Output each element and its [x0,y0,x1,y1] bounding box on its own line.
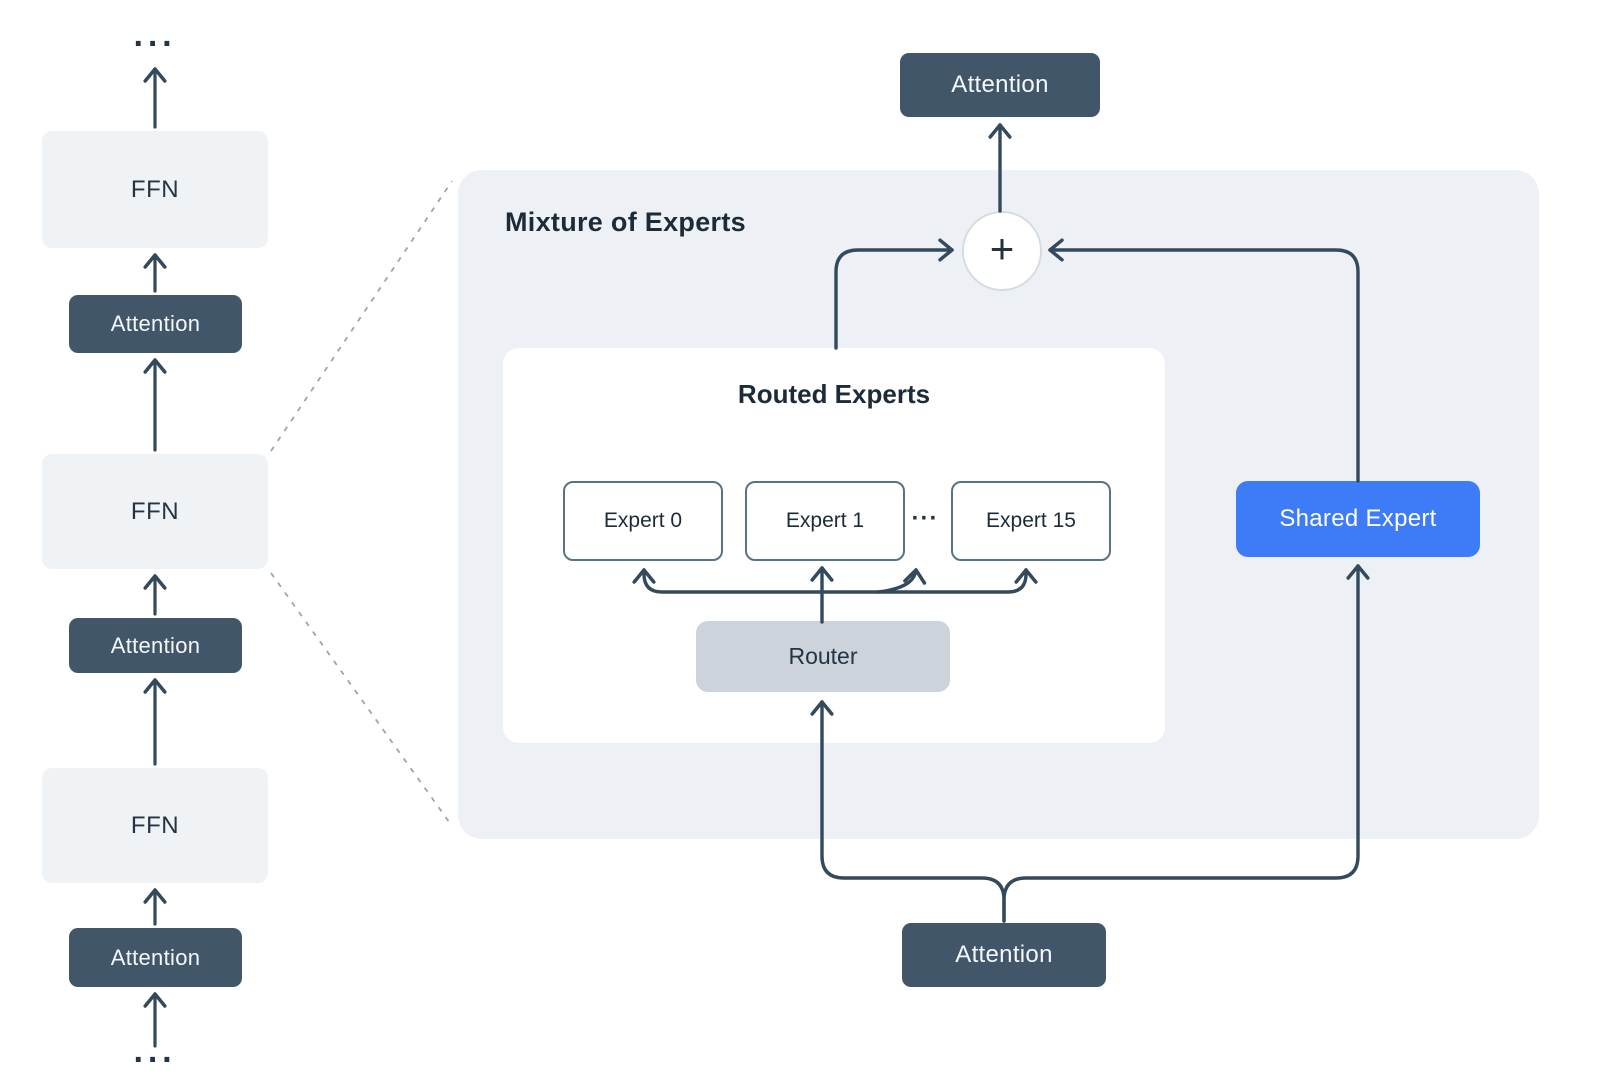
plus-icon: + [989,225,1015,272]
zoom-link-bottom [270,572,453,827]
stack-ellipsis-top: ··· [133,25,177,63]
sum-node: + [962,211,1042,291]
stack-ffn-bottom: FFN [42,768,268,883]
stack-attention-middle: Attention [69,618,242,673]
expert-15-box: Expert 15 [951,481,1111,561]
stack-attention-bottom: Attention [69,928,242,987]
shared-expert-box: Shared Expert [1236,481,1480,557]
zoom-link-top [270,180,453,452]
routed-experts-title: Routed Experts [737,379,931,409]
expert-1-box: Expert 1 [745,481,905,561]
moe-panel-title: Mixture of Experts [505,207,746,237]
moe-attention-top: Attention [900,53,1100,117]
expert-0-box: Expert 0 [563,481,723,561]
stack-ffn-top: FFN [42,131,268,248]
router-box: Router [696,621,950,692]
stack-ffn-middle: FFN [42,454,268,569]
experts-ellipsis: ··· [911,505,939,532]
moe-attention-bottom: Attention [902,923,1106,987]
stack-attention-top: Attention [69,295,242,353]
stack-ellipsis-bottom: ··· [133,1041,177,1079]
